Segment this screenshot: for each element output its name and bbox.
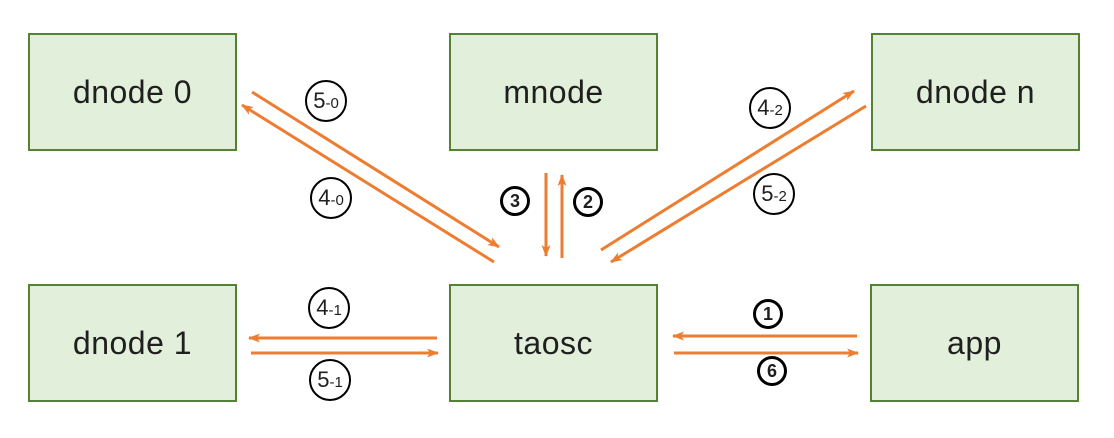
edge-label-5-2: 5-2 (753, 173, 795, 215)
edge-label-4-0: 4-0 (310, 177, 352, 219)
edge-label-5-0: 5-0 (305, 80, 347, 122)
node-mnode: mnode (449, 33, 658, 151)
edge-label-5-1: 5-1 (309, 359, 351, 401)
edge-label-5-1-suffix: -1 (329, 374, 343, 391)
arrow-5-2 (610, 104, 867, 264)
node-app: app (870, 284, 1079, 402)
node-taosc-label: taosc (514, 324, 593, 361)
edge-label-4-0-suffix: -0 (330, 192, 344, 209)
node-dnode-0-label: dnode 0 (72, 73, 193, 110)
arrow-4-0 (241, 103, 495, 264)
edge-label-2: 2 (573, 187, 603, 217)
edge-label-3-main: 3 (509, 190, 520, 211)
edge-label-4-2-main: 4 (757, 95, 770, 120)
edge-label-3: 3 (500, 186, 530, 216)
node-taosc: taosc (449, 284, 658, 402)
edge-label-4-1: 4-1 (308, 287, 350, 329)
edge-label-6-main: 6 (766, 360, 777, 381)
node-mnode-label: mnode (503, 73, 604, 110)
node-dnode-n: dnode n (871, 33, 1080, 151)
edge-label-5-2-main: 5 (761, 181, 774, 206)
node-dnode-1: dnode 1 (28, 284, 237, 402)
edge-label-4-2: 4-2 (749, 87, 791, 129)
edge-label-5-2-suffix: -2 (773, 188, 787, 205)
edge-label-5-0-suffix: -0 (325, 95, 339, 112)
edge-label-6: 6 (757, 356, 787, 386)
arrow-4-2 (600, 89, 855, 252)
arrow-5-0 (251, 90, 500, 249)
edge-label-1: 1 (753, 299, 783, 329)
edge-label-4-1-main: 4 (316, 295, 329, 320)
edge-label-2-main: 2 (582, 191, 593, 212)
edge-label-5-0-main: 5 (313, 88, 326, 113)
edge-label-4-0-main: 4 (318, 185, 331, 210)
node-dnode-n-label: dnode n (915, 73, 1036, 110)
edge-label-4-2-suffix: -2 (769, 102, 783, 119)
node-dnode-0: dnode 0 (28, 33, 237, 151)
edge-label-4-1-suffix: -1 (328, 302, 342, 319)
node-dnode-1-label: dnode 1 (72, 324, 193, 361)
node-app-label: app (947, 324, 1002, 361)
edge-label-5-1-main: 5 (317, 367, 330, 392)
edge-label-1-main: 1 (762, 303, 773, 324)
